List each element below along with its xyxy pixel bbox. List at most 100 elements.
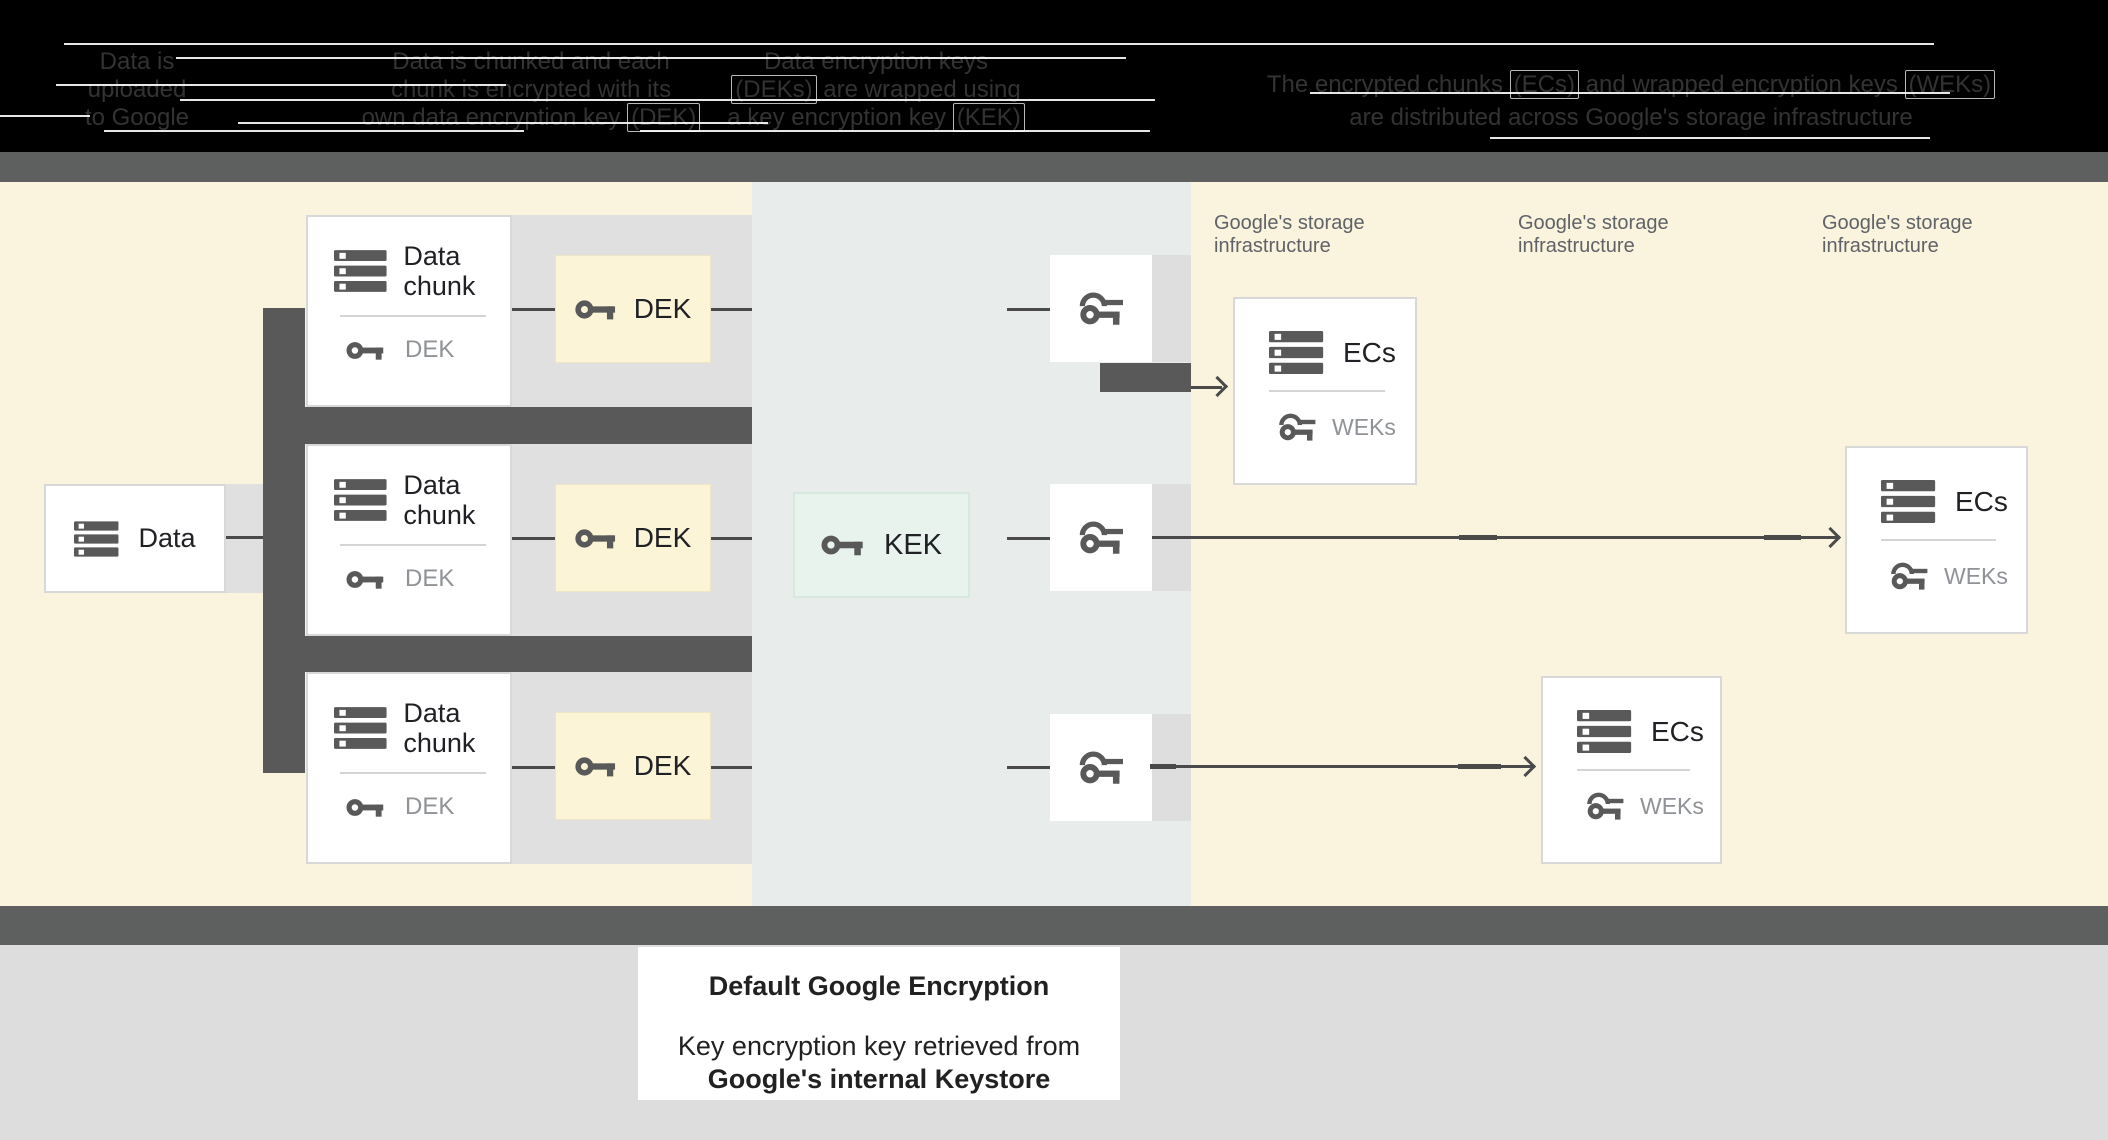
divider: [340, 772, 486, 774]
arrow-line-segment: [1458, 764, 1501, 769]
connector-line: [512, 766, 555, 769]
database-icon: [74, 520, 119, 557]
connector-line: [1007, 537, 1050, 540]
divider: [1881, 539, 1996, 541]
top-separator-bar: [0, 152, 2108, 182]
wrapped-key-icon: [1077, 746, 1125, 789]
dek-box: DEK: [555, 484, 711, 592]
header-step-upload: Data is uploaded to Google: [37, 48, 237, 132]
database-icon: [1269, 331, 1324, 374]
database-icon: [334, 250, 387, 292]
ecs-token: (ECs): [1509, 70, 1579, 99]
key-icon: [346, 567, 388, 592]
header-step-line: own data encryption key (DEK): [286, 103, 776, 132]
header-step-line: uploaded: [87, 76, 187, 103]
kek-box: KEK: [793, 492, 970, 598]
ecs-box: ECs WEKs: [1845, 446, 2028, 634]
arrow-line-segment: [1764, 535, 1801, 540]
caption-line: Key encryption key retrieved from: [677, 1031, 1081, 1061]
header-artifact-line: [64, 43, 1934, 45]
connector-line: [711, 308, 752, 311]
data-chunk-box: Data chunk DEK: [306, 215, 512, 407]
data-chunk-box: Data chunk DEK: [306, 672, 512, 864]
dek-box-label: DEK: [633, 293, 692, 324]
database-icon: [1577, 710, 1632, 753]
database-icon: [334, 479, 387, 521]
header-artifact-line: [238, 122, 768, 124]
header-step-line: chunk is encrypted with its: [390, 76, 672, 103]
chunk-dek-label: DEK: [405, 793, 455, 820]
data-box-label: Data: [138, 523, 196, 553]
deks-token: (DEKs): [731, 75, 817, 104]
key-icon: [346, 338, 388, 363]
header-artifact-line: [1310, 92, 1950, 94]
database-icon: [334, 707, 387, 749]
data-chunk-title: Data chunk: [403, 241, 476, 301]
arrow-line-segment: [1459, 535, 1497, 540]
storage-infrastructure-label: Google's storage infrastructure: [1518, 212, 1669, 257]
divider: [1577, 769, 1690, 771]
header-step-line: The encrypted chunks (ECs) and wrapped e…: [1251, 68, 2011, 101]
header-artifact-line: [180, 99, 1155, 101]
arrow-line: [1152, 765, 1535, 768]
wrapping-key-box: [1050, 484, 1152, 591]
chunk-dek-label: DEK: [405, 565, 455, 592]
header-step-line: Data encryption keys: [763, 48, 989, 75]
key-icon: [575, 525, 620, 552]
chunk-dek-label: DEK: [405, 336, 455, 363]
wrapped-key-icon: [1277, 409, 1317, 445]
header-step-line: a key encryption key (KEK): [620, 103, 1132, 132]
bottom-separator-bar: [0, 906, 2108, 945]
wrapped-key-icon: [1585, 788, 1625, 824]
branch-connector-vertical: [263, 308, 305, 773]
connector-line: [226, 536, 263, 539]
key-box-band: [1152, 255, 1191, 362]
dek-box: DEK: [555, 712, 711, 820]
key-icon: [575, 296, 620, 323]
dek-box-label: DEK: [633, 750, 692, 781]
dek-box: DEK: [555, 255, 711, 363]
header-artifact-line: [0, 115, 90, 117]
connector-line: [711, 766, 752, 769]
ecs-title: ECs: [1343, 336, 1396, 368]
header-step-wrapped: Data encryption keys (DEKs) are wrapped …: [620, 48, 1132, 132]
header-black-band: Data is uploaded to Google Data is chunk…: [0, 0, 2108, 152]
divider: [340, 544, 486, 546]
data-box: Data: [44, 484, 226, 593]
key-icon: [346, 795, 388, 820]
dek-token: (DEK): [627, 103, 701, 132]
key-icon: [821, 531, 868, 559]
header-step-line: Data is: [99, 48, 175, 75]
header-artifact-line: [176, 57, 1126, 59]
ecs-box: ECs WEKs: [1541, 676, 1722, 864]
divider: [340, 315, 486, 317]
connector-line: [1007, 308, 1050, 311]
wrapped-key-icon: [1077, 516, 1125, 559]
connector-elbow: [1100, 363, 1191, 392]
header-artifact-line: [56, 84, 506, 86]
wrapping-key-box: [1050, 255, 1152, 362]
header-artifact-line: [1490, 137, 1930, 139]
connector-line: [711, 537, 752, 540]
branch-connector-band: [305, 407, 752, 444]
header-step-line: (DEKs) are wrapped using: [620, 75, 1132, 104]
kek-box-label: KEK: [883, 528, 943, 561]
wrapped-key-icon: [1077, 287, 1125, 330]
weks-label: WEKs: [1332, 413, 1396, 440]
weks-label: WEKs: [1640, 792, 1704, 819]
ecs-title: ECs: [1955, 485, 2008, 517]
header-step-line: are distributed across Google's storage …: [1349, 104, 1913, 131]
arrow-line-segment: [1150, 764, 1176, 769]
header-artifact-line: [640, 130, 1150, 132]
storage-infrastructure-label: Google's storage infrastructure: [1822, 212, 1973, 257]
storage-infrastructure-label: Google's storage infrastructure: [1214, 212, 1365, 257]
ecs-box: ECs WEKs: [1233, 297, 1417, 485]
ecs-title: ECs: [1651, 715, 1704, 747]
key-icon: [575, 753, 620, 780]
header-step-distributed: The encrypted chunks (ECs) and wrapped e…: [1251, 68, 2011, 134]
branch-connector-band: [305, 636, 752, 672]
divider: [1269, 390, 1385, 392]
data-chunk-box: Data chunk DEK: [306, 444, 512, 636]
database-icon: [1881, 480, 1936, 523]
arrow-line: [1191, 386, 1222, 389]
